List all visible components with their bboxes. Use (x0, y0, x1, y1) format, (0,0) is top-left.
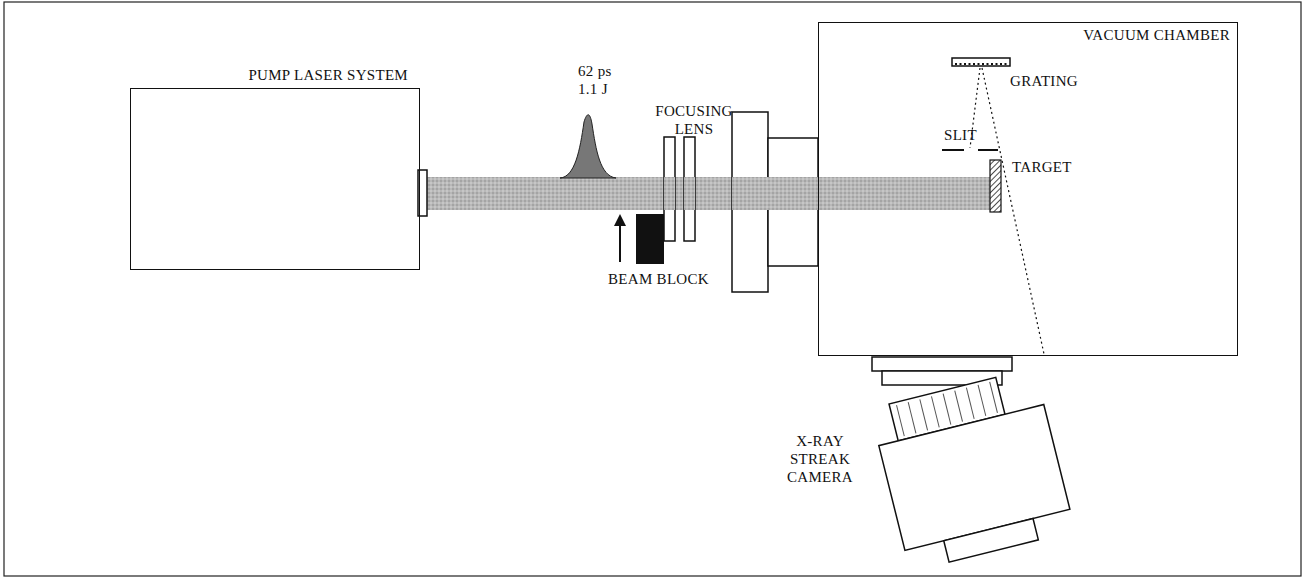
beam-block (636, 214, 664, 264)
lens-plate (664, 137, 675, 241)
xray-path (982, 68, 1044, 354)
laser-pulse (560, 115, 616, 178)
figure-frame (4, 2, 1301, 576)
box-heading: VACUUM CHAMBER (1083, 26, 1230, 44)
camera-end-cap (944, 518, 1039, 562)
pulse-duration: 62 ps (578, 62, 612, 80)
camera-ridge (990, 382, 998, 413)
camera-ridge (920, 399, 928, 430)
grating (952, 58, 1010, 66)
arrow-head (614, 214, 626, 226)
grating-label: GRATING (1010, 72, 1078, 90)
laser-beam (664, 177, 675, 210)
camera-ridge (966, 388, 974, 419)
camera-ridge (931, 396, 939, 427)
beam-block-label: BEAM BLOCK (608, 270, 709, 288)
laser-system-box: PUMP LASER SYSTEM (130, 58, 420, 270)
camera-ridge (978, 385, 986, 416)
slit-jaw (942, 149, 964, 151)
laser-beam (684, 177, 695, 210)
laser-beam (426, 177, 992, 210)
box-outline (130, 88, 420, 270)
motion-arrow (619, 222, 621, 262)
camera-ridge (943, 394, 951, 425)
target (990, 160, 1001, 212)
box-outline (818, 22, 1238, 356)
camera-ridge (897, 405, 905, 436)
streak-camera (870, 368, 1076, 572)
lens-label: FOCUSING LENS (648, 102, 740, 138)
slit-label: SLIT (944, 126, 977, 144)
camera-label: X-RAY STREAK CAMERA (770, 432, 870, 486)
pulse-energy: 1.1 J (578, 80, 608, 98)
camera-ridge (955, 391, 963, 422)
lens-plate (684, 137, 695, 241)
grating-rulings (955, 63, 1008, 65)
box-heading: PUMP LASER SYSTEM (248, 66, 408, 84)
camera-flange (872, 357, 1012, 371)
camera-body (879, 405, 1070, 551)
laser-beam (732, 177, 818, 210)
camera-ridge (908, 402, 916, 433)
slit-jaw (978, 149, 998, 151)
target-label: TARGET (1012, 158, 1072, 176)
vacuum-chamber-box: VACUUM CHAMBER (818, 22, 1238, 356)
